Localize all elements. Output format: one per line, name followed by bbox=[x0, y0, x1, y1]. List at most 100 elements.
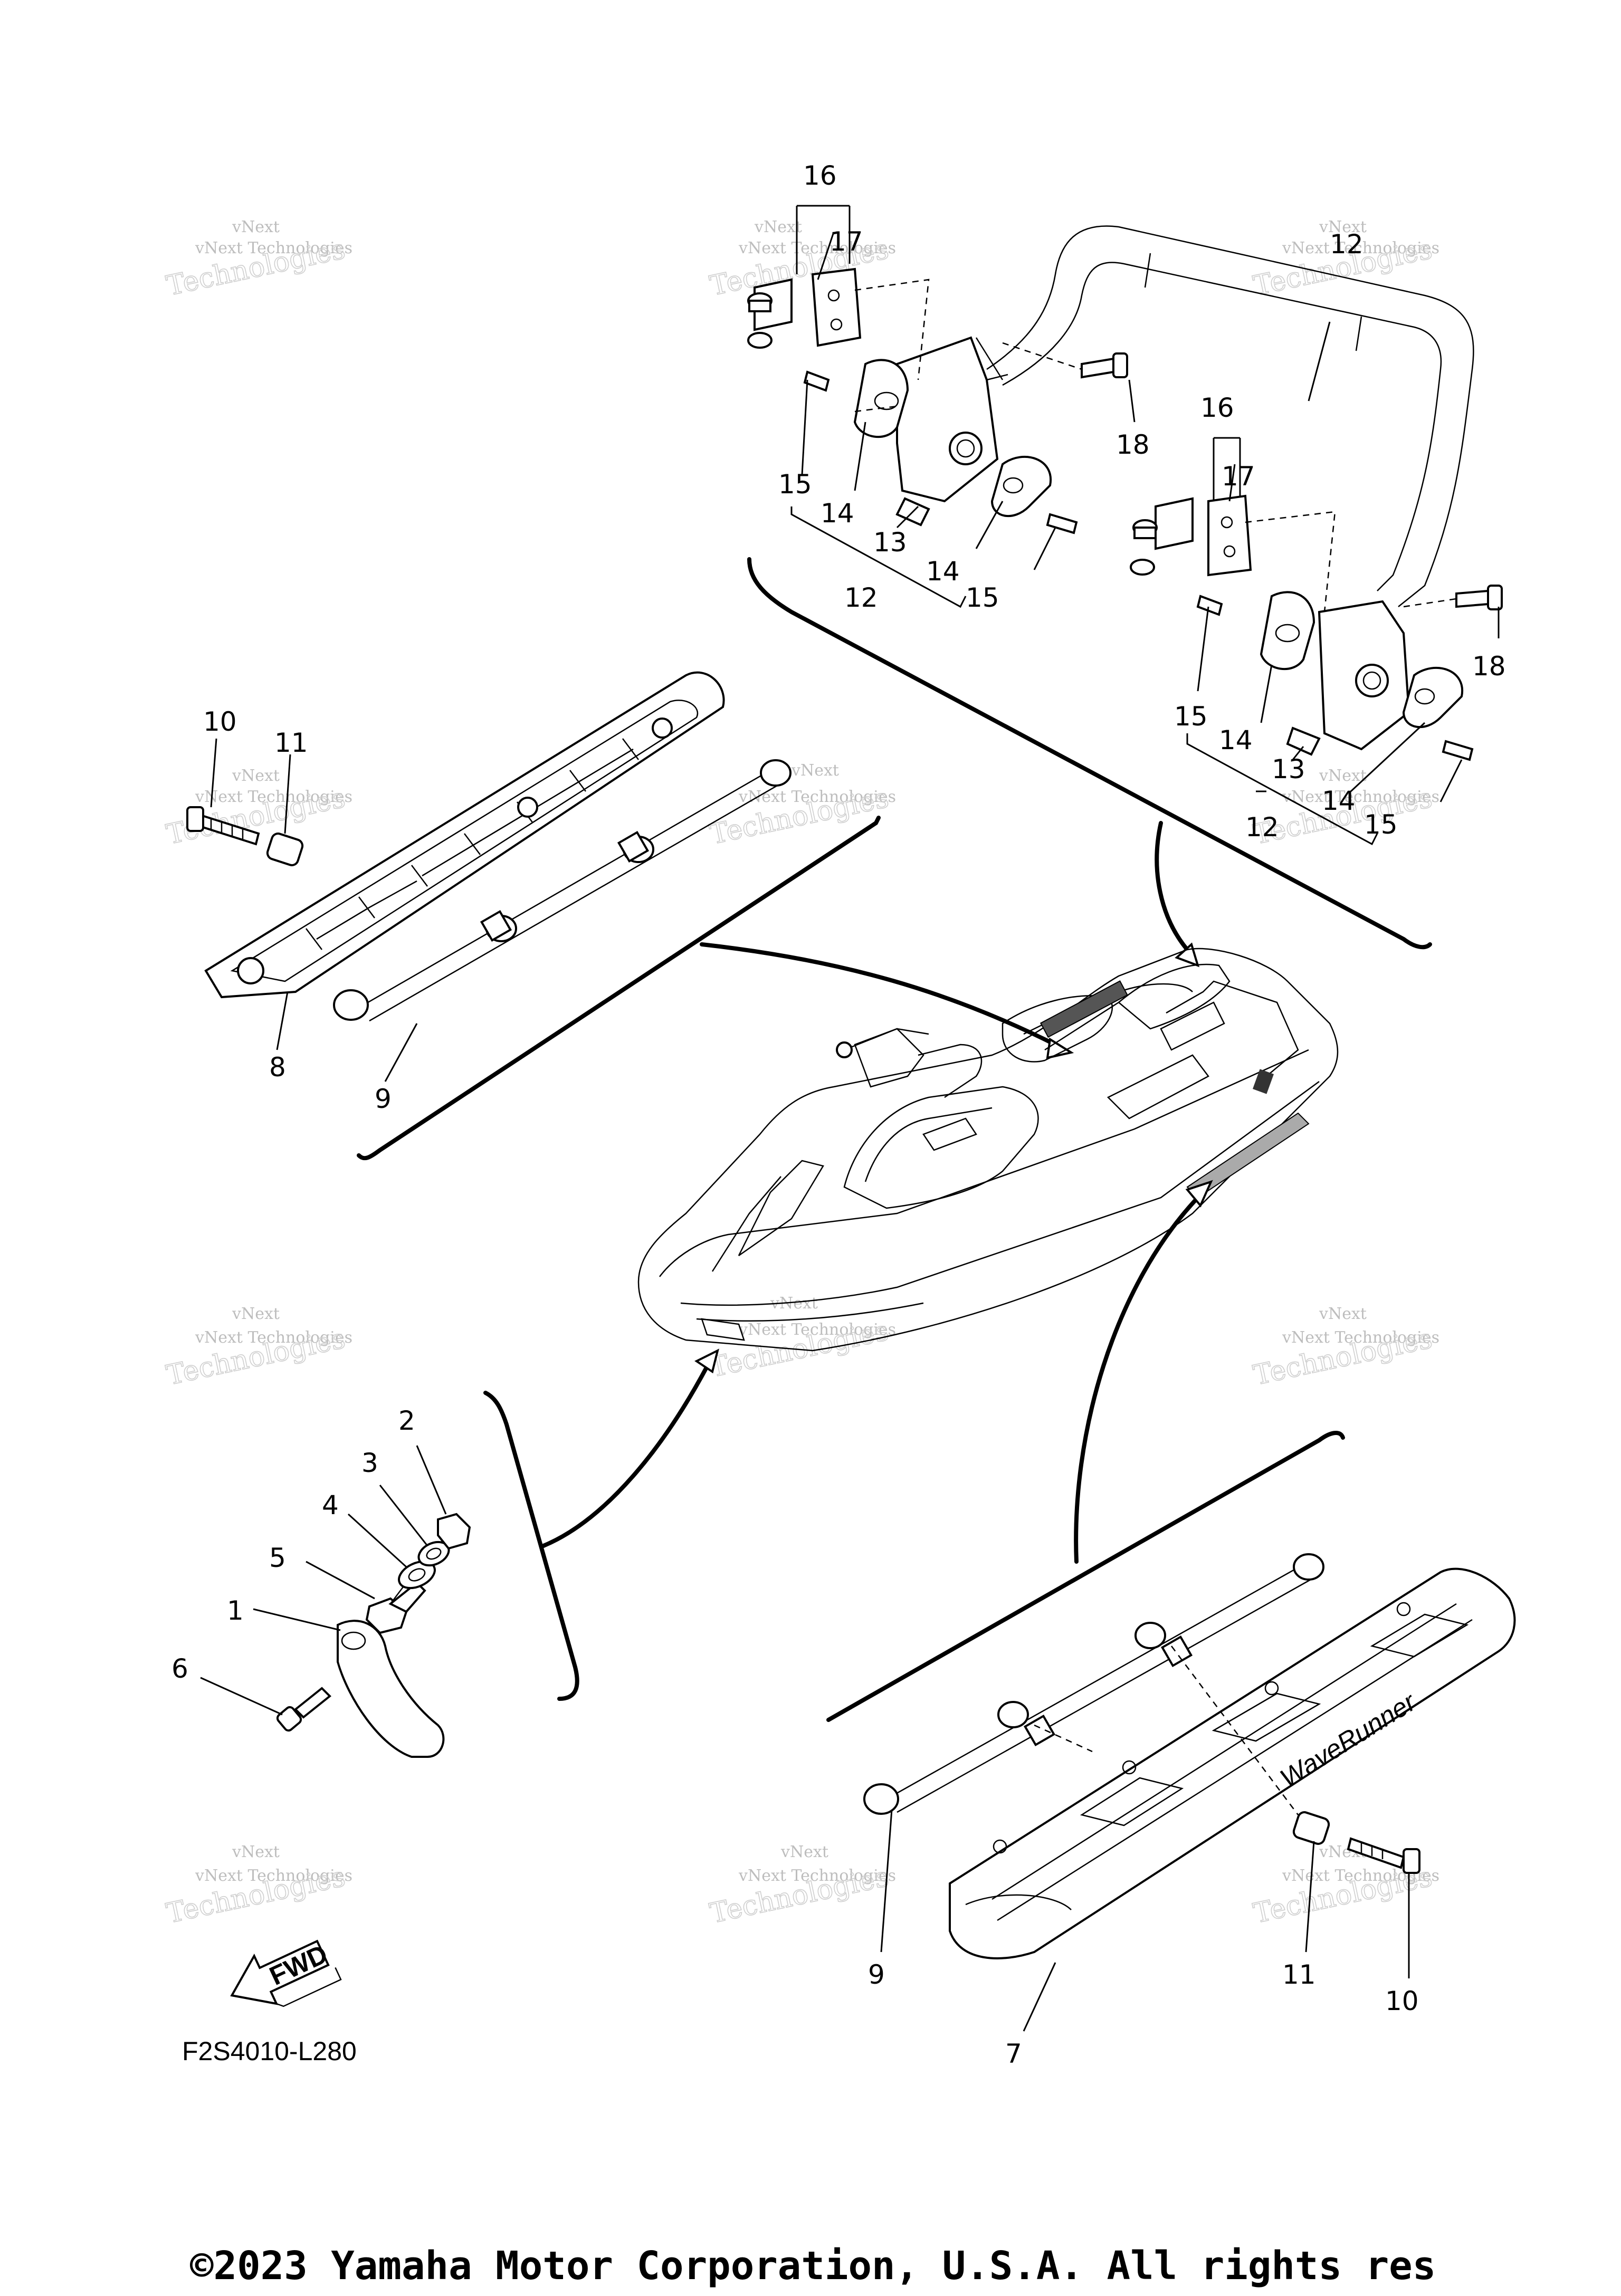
collar-11-right bbox=[1292, 1811, 1330, 1845]
callout-15-a: 15 bbox=[778, 469, 812, 500]
right-sponson-group-frame bbox=[826, 1431, 1345, 1722]
callout-8: 8 bbox=[269, 1052, 286, 1083]
rear-handle-group-frame bbox=[747, 557, 1432, 950]
arrow-left-sponson bbox=[700, 942, 1057, 1047]
callout-17-lower: 17 bbox=[1222, 461, 1255, 492]
plate-17-right bbox=[1207, 494, 1252, 577]
callout-2: 2 bbox=[398, 1405, 415, 1436]
pad-14-upper-left bbox=[853, 359, 909, 438]
callout-6: 6 bbox=[171, 1653, 188, 1684]
svg-text:vNext: vNext bbox=[232, 1305, 280, 1323]
rail-9-right bbox=[863, 1553, 1324, 1815]
svg-text:vNext Technologies: vNext Technologies bbox=[195, 788, 352, 806]
callout-7: 7 bbox=[1005, 2039, 1022, 2069]
plate-17-left bbox=[811, 267, 862, 347]
svg-text:vNext Technologies: vNext Technologies bbox=[1282, 239, 1439, 257]
svg-text:vNext Technologies: vNext Technologies bbox=[1282, 1328, 1439, 1347]
svg-text:vNext: vNext bbox=[1319, 1305, 1367, 1323]
svg-text:vNext: vNext bbox=[791, 761, 839, 780]
spacer-16-left bbox=[747, 278, 793, 349]
svg-text:vNext: vNext bbox=[232, 218, 280, 236]
screw-6 bbox=[294, 1687, 331, 1719]
pad-14-upper-right bbox=[1260, 591, 1315, 670]
callout-11-right: 11 bbox=[1282, 1959, 1316, 1990]
svg-text:vNext: vNext bbox=[1319, 767, 1367, 785]
callout-13-b: 13 bbox=[1272, 754, 1305, 785]
watercraft-hull bbox=[637, 948, 1339, 1352]
screw-15-lower-left bbox=[1046, 513, 1078, 534]
callout-12-bar: 12 bbox=[1330, 229, 1363, 260]
bolt-10-right bbox=[1347, 1837, 1405, 1869]
svg-text:vNext Technologies: vNext Technologies bbox=[195, 239, 352, 257]
callout-11-left: 11 bbox=[274, 728, 308, 758]
callout-16-upper: 16 bbox=[803, 160, 837, 191]
svg-text:FWD: FWD bbox=[265, 1939, 332, 1991]
watermark-mid-center: vNext vNext Technologies Technologies bbox=[707, 761, 896, 852]
screw-15-upper-left bbox=[803, 370, 830, 392]
callout-14-d: 14 bbox=[1322, 786, 1356, 816]
svg-text:vNext: vNext bbox=[1319, 218, 1367, 236]
svg-text:vNext Technologies: vNext Technologies bbox=[738, 788, 896, 806]
collar-11-left bbox=[266, 833, 304, 866]
svg-text:vNext: vNext bbox=[754, 218, 802, 236]
callout-14-c: 14 bbox=[1219, 725, 1253, 755]
bolt-stud bbox=[388, 1581, 426, 1613]
copyright-notice: ©2023 Yamaha Motor Corporation, U.S.A. A… bbox=[190, 2243, 1436, 2289]
callout-9-left: 9 bbox=[375, 1084, 392, 1114]
front-tow-group-frame bbox=[483, 1391, 579, 1701]
grab-bar-tube bbox=[986, 225, 1474, 607]
callout-1: 1 bbox=[227, 1595, 244, 1626]
callout-13-a: 13 bbox=[873, 527, 907, 558]
callout-15-c: 15 bbox=[1174, 701, 1208, 732]
svg-text:vNext Technologies: vNext Technologies bbox=[195, 1328, 352, 1347]
callout-3: 3 bbox=[361, 1448, 378, 1478]
rail-9-left bbox=[333, 759, 792, 1022]
left-mount-bracket bbox=[747, 267, 1128, 534]
watermark-top-center: vNext vNext Technologies Technologies bbox=[707, 218, 896, 303]
callout-18-upper: 18 bbox=[1116, 429, 1150, 460]
right-mount-bracket bbox=[1130, 494, 1503, 761]
callout-16-lower: 16 bbox=[1200, 393, 1234, 423]
watermark-top-left: vNext vNext Technologies Technologies bbox=[163, 218, 352, 303]
left-sponson-group-frame bbox=[357, 816, 881, 1161]
svg-text:vNext: vNext bbox=[780, 1843, 828, 1861]
svg-text:vNext Technologies: vNext Technologies bbox=[738, 1321, 896, 1339]
pad-14-lower-left bbox=[990, 455, 1052, 517]
callout-10-left: 10 bbox=[203, 706, 237, 737]
washer-4 bbox=[398, 1560, 436, 1590]
callout-12-a: 12 bbox=[844, 582, 878, 613]
callout-14-a: 14 bbox=[821, 498, 854, 529]
fwd-arrow-icon: FWD bbox=[230, 1939, 342, 2007]
svg-text:vNext: vNext bbox=[232, 1843, 280, 1861]
spacer-16-right bbox=[1130, 497, 1194, 576]
screw-15-upper-right bbox=[1196, 595, 1223, 616]
grab-bar-tube-inner bbox=[1002, 262, 1442, 591]
watermark-row3-left: vNext vNext Technologies Technologies bbox=[163, 1305, 352, 1392]
right-sponson-assembly: WaveRunner 9 7 11 10 bbox=[863, 1553, 1516, 2069]
bolt-18-right bbox=[1455, 589, 1489, 608]
callout-15-b: 15 bbox=[966, 582, 999, 613]
sponson-7 bbox=[949, 1567, 1516, 1959]
screw-15-lower-right bbox=[1442, 740, 1474, 761]
pad-14-lower-right bbox=[1402, 666, 1464, 728]
svg-text:vNext Technologies: vNext Technologies bbox=[1282, 788, 1439, 806]
callout-12-b: 12 bbox=[1245, 812, 1279, 843]
callout-10-right: 10 bbox=[1385, 1986, 1419, 2016]
watermark-row3-right: vNext vNext Technologies Technologies bbox=[1250, 1305, 1439, 1392]
callout-4: 4 bbox=[322, 1490, 339, 1520]
arrow-right-sponson bbox=[1074, 1195, 1200, 1564]
svg-text:vNext Technologies: vNext Technologies bbox=[738, 1867, 896, 1885]
callout-18-lower: 18 bbox=[1472, 651, 1506, 682]
svg-text:vNext Technologies: vNext Technologies bbox=[738, 239, 896, 257]
front-tow-assembly: 2 3 4 5 1 6 bbox=[171, 1405, 471, 1758]
svg-text:vNext Technologies: vNext Technologies bbox=[195, 1867, 352, 1885]
rear-handle-assembly: 16 17 12 18 15 14 13 12 14 15 16 17 18 1… bbox=[747, 160, 1506, 846]
figure-code: F2S4010-L280 bbox=[182, 2036, 357, 2066]
arrow-front-tow bbox=[541, 1364, 709, 1548]
watermark-bottom-center: vNext vNext Technologies Technologies bbox=[707, 1843, 896, 1930]
svg-text:vNext: vNext bbox=[232, 767, 280, 785]
arrow-rear-handle bbox=[1155, 821, 1189, 952]
watermark-bottom-left: vNext vNext Technologies Technologies bbox=[163, 1843, 352, 1930]
nut-2 bbox=[437, 1513, 471, 1550]
